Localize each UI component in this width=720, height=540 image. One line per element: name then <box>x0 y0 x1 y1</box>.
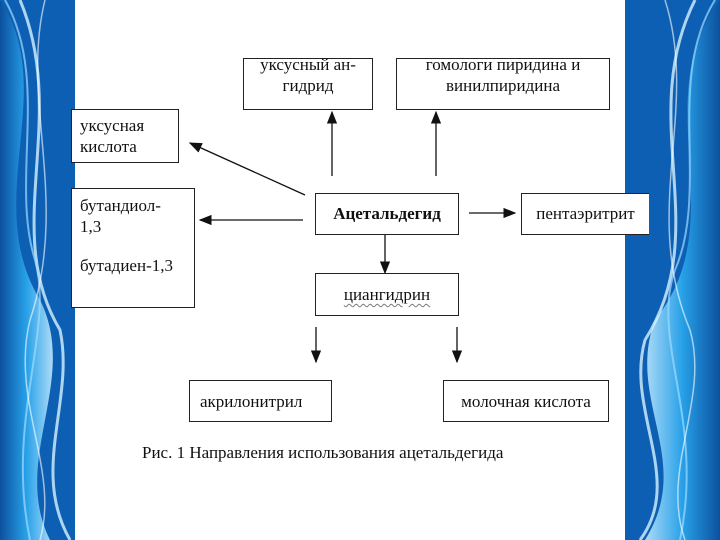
acetic-anhydride-line1: уксусный ан- <box>260 55 356 74</box>
acetic-acid-line2: кислота <box>80 137 137 156</box>
acrylonitrile-box: акрилонитрил <box>189 380 332 422</box>
arrow-to-acetic-acid <box>188 142 306 196</box>
pentaerythritol-box: пентаэритрит <box>521 193 649 235</box>
acetaldehyde-box: Ацетальдегид <box>315 193 459 235</box>
butanediol-line1: бутандиол- <box>80 196 161 215</box>
butanediol-box: бутандиол- 1,3 бутадиен-1,3 <box>71 188 195 308</box>
cyanohydrin-box: циангидрин <box>315 273 459 316</box>
acetic-anhydride-box: уксусный ан- гидрид <box>243 55 373 110</box>
pyridine-homologs-box: гомологи пиридина и винилпиридина <box>396 55 610 110</box>
cyanohydrin-label: циангидрин <box>343 285 431 304</box>
lactic-acid-label: молочная кислота <box>461 392 591 411</box>
acetic-acid-line1: уксусная <box>80 116 145 135</box>
acetic-anhydride-line2: гидрид <box>282 76 334 95</box>
pentaerythritol-label: пентаэритрит <box>536 204 635 223</box>
acrylonitrile-label: акрилонитрил <box>200 392 303 411</box>
left-ribbon-decoration <box>0 0 75 540</box>
pyridine-homologs-line1: гомологи пиридина и <box>425 55 581 74</box>
figure-caption: Рис. 1 Направления использования ацеталь… <box>142 443 504 462</box>
acetic-acid-box: уксусная кислота <box>71 109 179 163</box>
pyridine-homologs-line2: винилпиридина <box>446 76 560 95</box>
acetaldehyde-label: Ацетальдегид <box>333 204 441 223</box>
lactic-acid-box: молочная кислота <box>443 380 609 422</box>
right-ribbon-decoration <box>625 0 720 540</box>
butadiene-label: бутадиен-1,3 <box>80 256 173 275</box>
butanediol-line2: 1,3 <box>80 217 102 236</box>
